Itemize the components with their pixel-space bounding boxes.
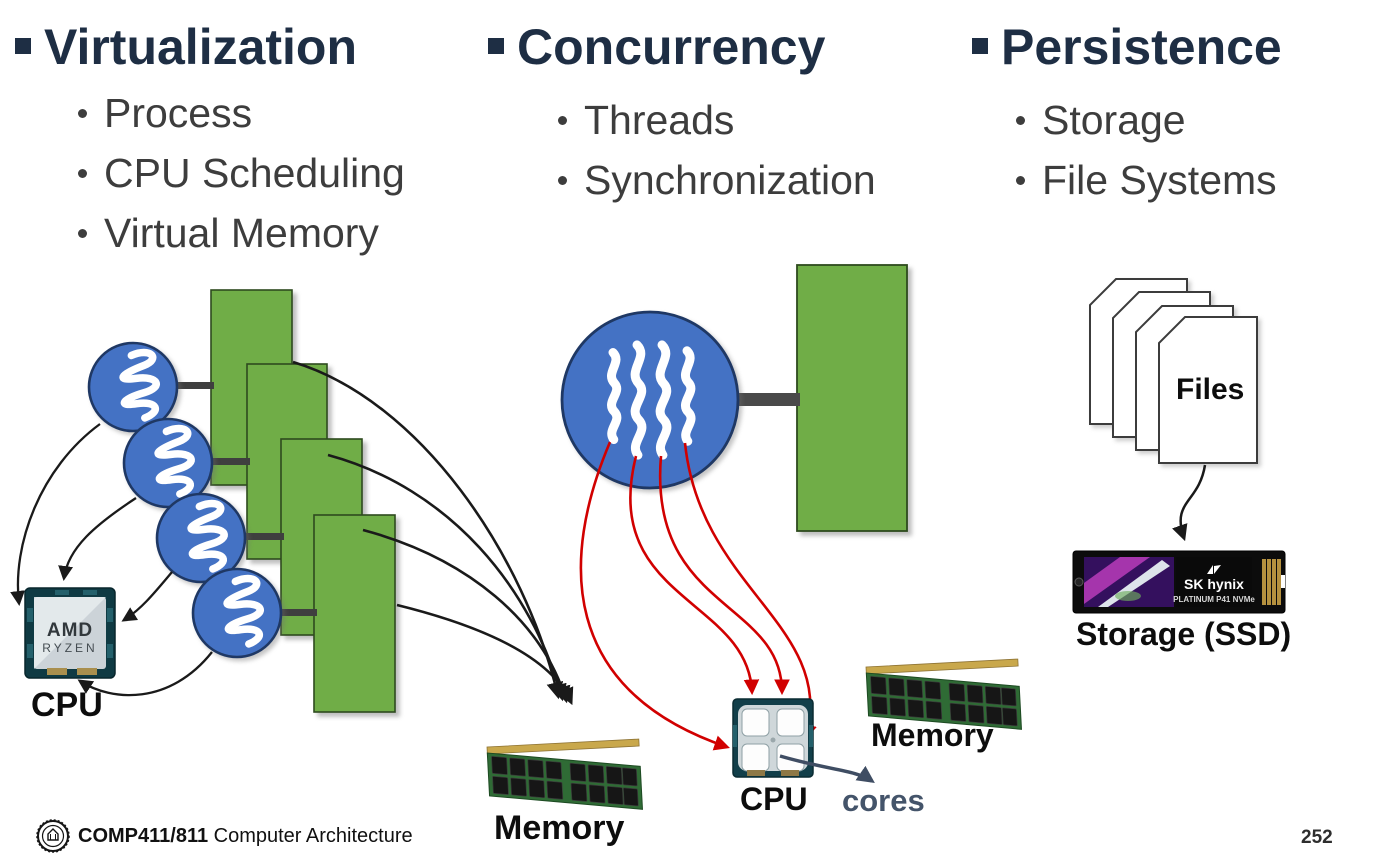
bullet-text: Process bbox=[104, 90, 253, 136]
heading-concurrency: Concurrency bbox=[488, 22, 825, 72]
memory-label-left: Memory bbox=[494, 809, 625, 847]
multithread-process-icon bbox=[560, 310, 740, 490]
footer-text: COMP411/811 Computer Architecture bbox=[78, 825, 413, 848]
heading-text: Persistence bbox=[1001, 19, 1282, 75]
page-number: 252 bbox=[1301, 827, 1333, 848]
ssd-model-text: PLATINUM P41 NVMe bbox=[1173, 595, 1255, 604]
bullet-text: CPU Scheduling bbox=[104, 150, 405, 197]
chip-model-text: RYZEN bbox=[42, 641, 97, 655]
footer: COMP411/811 Computer Architecture bbox=[36, 819, 413, 853]
file-icon bbox=[1158, 316, 1258, 464]
persistence-diagram: SK hynix PLATINUM P41 NVMe bbox=[1072, 278, 1286, 614]
thread-to-core-arrows bbox=[579, 441, 817, 751]
bullet-text: Storage bbox=[1042, 97, 1186, 143]
square-bullet-icon bbox=[972, 38, 988, 54]
files-label: Files bbox=[1176, 373, 1245, 406]
memory-module-graphic bbox=[486, 738, 644, 810]
virtualization-bullets: Process CPU Scheduling Virtual Memory bbox=[78, 90, 405, 272]
chip-brand-text: AMD bbox=[47, 620, 93, 641]
square-bullet-icon bbox=[488, 38, 504, 54]
bullet-item: Storage bbox=[1016, 97, 1277, 143]
memory-label-middle: Memory bbox=[871, 717, 994, 753]
bullet-item: Process bbox=[78, 90, 405, 136]
concurrency-bullets: Threads Synchronization bbox=[558, 97, 876, 219]
cpu-chip-graphic: AMD RYZEN bbox=[24, 587, 116, 679]
core-square bbox=[741, 743, 770, 772]
university-seal-icon bbox=[36, 819, 70, 853]
bullet-item: Virtual Memory bbox=[78, 212, 405, 255]
bullet-item: File Systems bbox=[1016, 157, 1277, 204]
bullet-dot-icon bbox=[78, 229, 87, 239]
heading-text: Concurrency bbox=[517, 19, 826, 75]
ssd-graphic: SK hynix PLATINUM P41 NVMe bbox=[1072, 550, 1286, 614]
bullet-text: Virtual Memory bbox=[104, 210, 379, 257]
bullet-dot-icon bbox=[78, 169, 87, 179]
cpu-label-middle: CPU bbox=[740, 781, 808, 817]
persistence-bullets: Storage File Systems bbox=[1016, 97, 1277, 219]
connector-bar bbox=[172, 382, 214, 389]
bullet-dot-icon bbox=[558, 176, 567, 186]
process-thread-icon bbox=[155, 492, 247, 584]
bullet-item: CPU Scheduling bbox=[78, 150, 405, 197]
ssd-brand-text: SK hynix bbox=[1184, 576, 1244, 592]
storage-ssd-label: Storage (SSD) bbox=[1076, 616, 1292, 652]
heading-text: Virtualization bbox=[44, 19, 358, 75]
sk-hynix-logo-mark bbox=[1207, 565, 1213, 574]
process-thread-icon bbox=[87, 341, 179, 433]
bullet-dot-icon bbox=[1016, 176, 1025, 186]
address-space-shape bbox=[796, 264, 908, 532]
connector-bar bbox=[736, 393, 800, 406]
bullet-dot-icon bbox=[1016, 116, 1025, 126]
virtualization-diagram: AMD RYZEN bbox=[10, 289, 644, 810]
core-square bbox=[776, 708, 805, 737]
bullet-text: Synchronization bbox=[584, 157, 876, 204]
course-code: COMP411/811 bbox=[78, 824, 209, 847]
address-space-shape bbox=[313, 514, 396, 713]
cpu-label-left: CPU bbox=[31, 686, 103, 724]
bullet-dot-icon bbox=[558, 116, 567, 126]
bullet-item: Synchronization bbox=[558, 157, 876, 204]
course-name: Computer Architecture bbox=[213, 824, 413, 847]
bullet-text: File Systems bbox=[1042, 157, 1277, 204]
multicore-cpu-graphic bbox=[732, 698, 814, 778]
cores-pointer-arrow bbox=[779, 754, 875, 783]
connector-bar bbox=[276, 609, 317, 616]
addressspace-to-memory-arrows bbox=[292, 360, 574, 706]
memory-module-graphic bbox=[865, 658, 1023, 730]
connector-bar bbox=[241, 533, 284, 540]
process-thread-icon bbox=[191, 567, 283, 659]
square-bullet-icon bbox=[15, 38, 31, 54]
heading-persistence: Persistence bbox=[972, 22, 1282, 72]
process-to-cpu-arrows bbox=[10, 423, 213, 697]
concurrency-diagram bbox=[560, 264, 1023, 783]
core-square bbox=[741, 708, 770, 737]
files-to-storage-arrow bbox=[1172, 464, 1207, 542]
bullet-dot-icon bbox=[78, 109, 87, 119]
cores-label: cores bbox=[842, 783, 925, 818]
bullet-item: Threads bbox=[558, 97, 876, 143]
bullet-text: Threads bbox=[584, 97, 735, 143]
connector-bar bbox=[207, 458, 250, 465]
heading-virtualization: Virtualization bbox=[15, 22, 357, 72]
